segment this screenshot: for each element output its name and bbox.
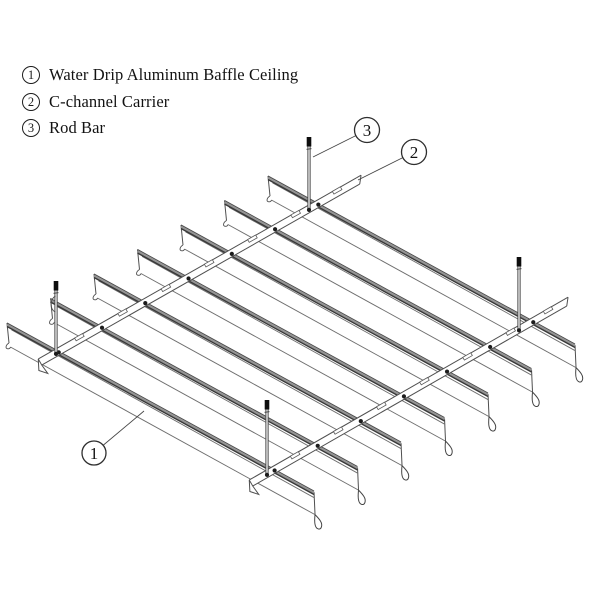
rod-cap [306, 137, 312, 147]
rod-bar-2 [50, 281, 59, 356]
carrier-upper [37, 174, 362, 375]
carrier-clip-dot [358, 418, 363, 424]
baffle-3 [179, 224, 497, 432]
carrier-clip-dot [401, 394, 407, 399]
carrier-slot [289, 451, 301, 460]
carrier-clip-dot [272, 468, 277, 473]
carrier-lower [248, 296, 569, 496]
legend-item-baffle-ceiling: 1 Water Drip Aluminum Baffle Ceiling [22, 62, 298, 89]
carriers-group [37, 174, 569, 496]
carrier-clip-dot [272, 227, 278, 232]
rod-cap [53, 281, 59, 291]
carrier-slot [542, 306, 554, 315]
callout-number-2: 2 [410, 143, 419, 162]
rod-attach-dot [516, 328, 522, 333]
legend-number-3-icon: 3 [22, 119, 40, 138]
carrier-clip-dot [186, 276, 191, 281]
legend-item-c-channel-carrier: 2 C-channel Carrier [22, 89, 298, 116]
legend-number-1-icon: 1 [22, 66, 40, 85]
callouts-group: 1 2 3 [81, 116, 428, 466]
carrier-slot [331, 186, 343, 195]
carrier-slot [505, 327, 517, 336]
carrier-slot [160, 283, 172, 293]
carrier-clip-dot [531, 320, 536, 325]
legend-label-baffle-ceiling: Water Drip Aluminum Baffle Ceiling [49, 65, 299, 85]
rod-bar-4 [264, 400, 270, 477]
carrier-slot [332, 426, 344, 435]
rod-attach-dot [264, 472, 270, 477]
baffles-group [5, 175, 584, 530]
carrier-clip-dot [444, 369, 450, 374]
carrier-slot [203, 259, 215, 268]
legend-label-c-channel-carrier: C-channel Carrier [49, 91, 170, 111]
carrier-clip-dot [488, 344, 493, 350]
carrier-slot [247, 234, 258, 243]
legend: 1 Water Drip Aluminum Baffle Ceiling 2 C… [22, 62, 298, 142]
carrier-clip-dot [99, 325, 105, 330]
carrier-slot [376, 401, 387, 411]
legend-item-rod-bar: 3 Rod Bar [22, 115, 298, 142]
carrier-clip-dot [316, 202, 321, 207]
rod-attach-dot [306, 207, 312, 212]
rod-cap [264, 400, 270, 410]
callout-3: 3 [312, 116, 381, 158]
carrier-slot [74, 332, 85, 342]
rod-hook [50, 295, 56, 313]
callout-number-1: 1 [90, 444, 99, 463]
carrier-slot [419, 376, 430, 386]
carrier-clip-dot [315, 443, 320, 448]
rod-cap [516, 257, 522, 267]
carrier-slot [117, 308, 128, 317]
rod-attach-dot [53, 351, 59, 356]
rod-bar-1 [306, 137, 312, 212]
callout-2: 2 [357, 138, 428, 181]
carrier-slot [290, 209, 302, 219]
legend-label-rod-bar: Rod Bar [49, 118, 106, 138]
legend-number-2-icon: 2 [22, 92, 40, 111]
callout-1: 1 [81, 410, 145, 466]
carrier-clip-dot [229, 251, 234, 256]
callout-number-3: 3 [363, 121, 372, 140]
rods-group [50, 137, 522, 477]
rod-bar-3 [516, 257, 522, 333]
carrier-clip-dot [143, 301, 148, 306]
carrier-slot [462, 352, 473, 361]
